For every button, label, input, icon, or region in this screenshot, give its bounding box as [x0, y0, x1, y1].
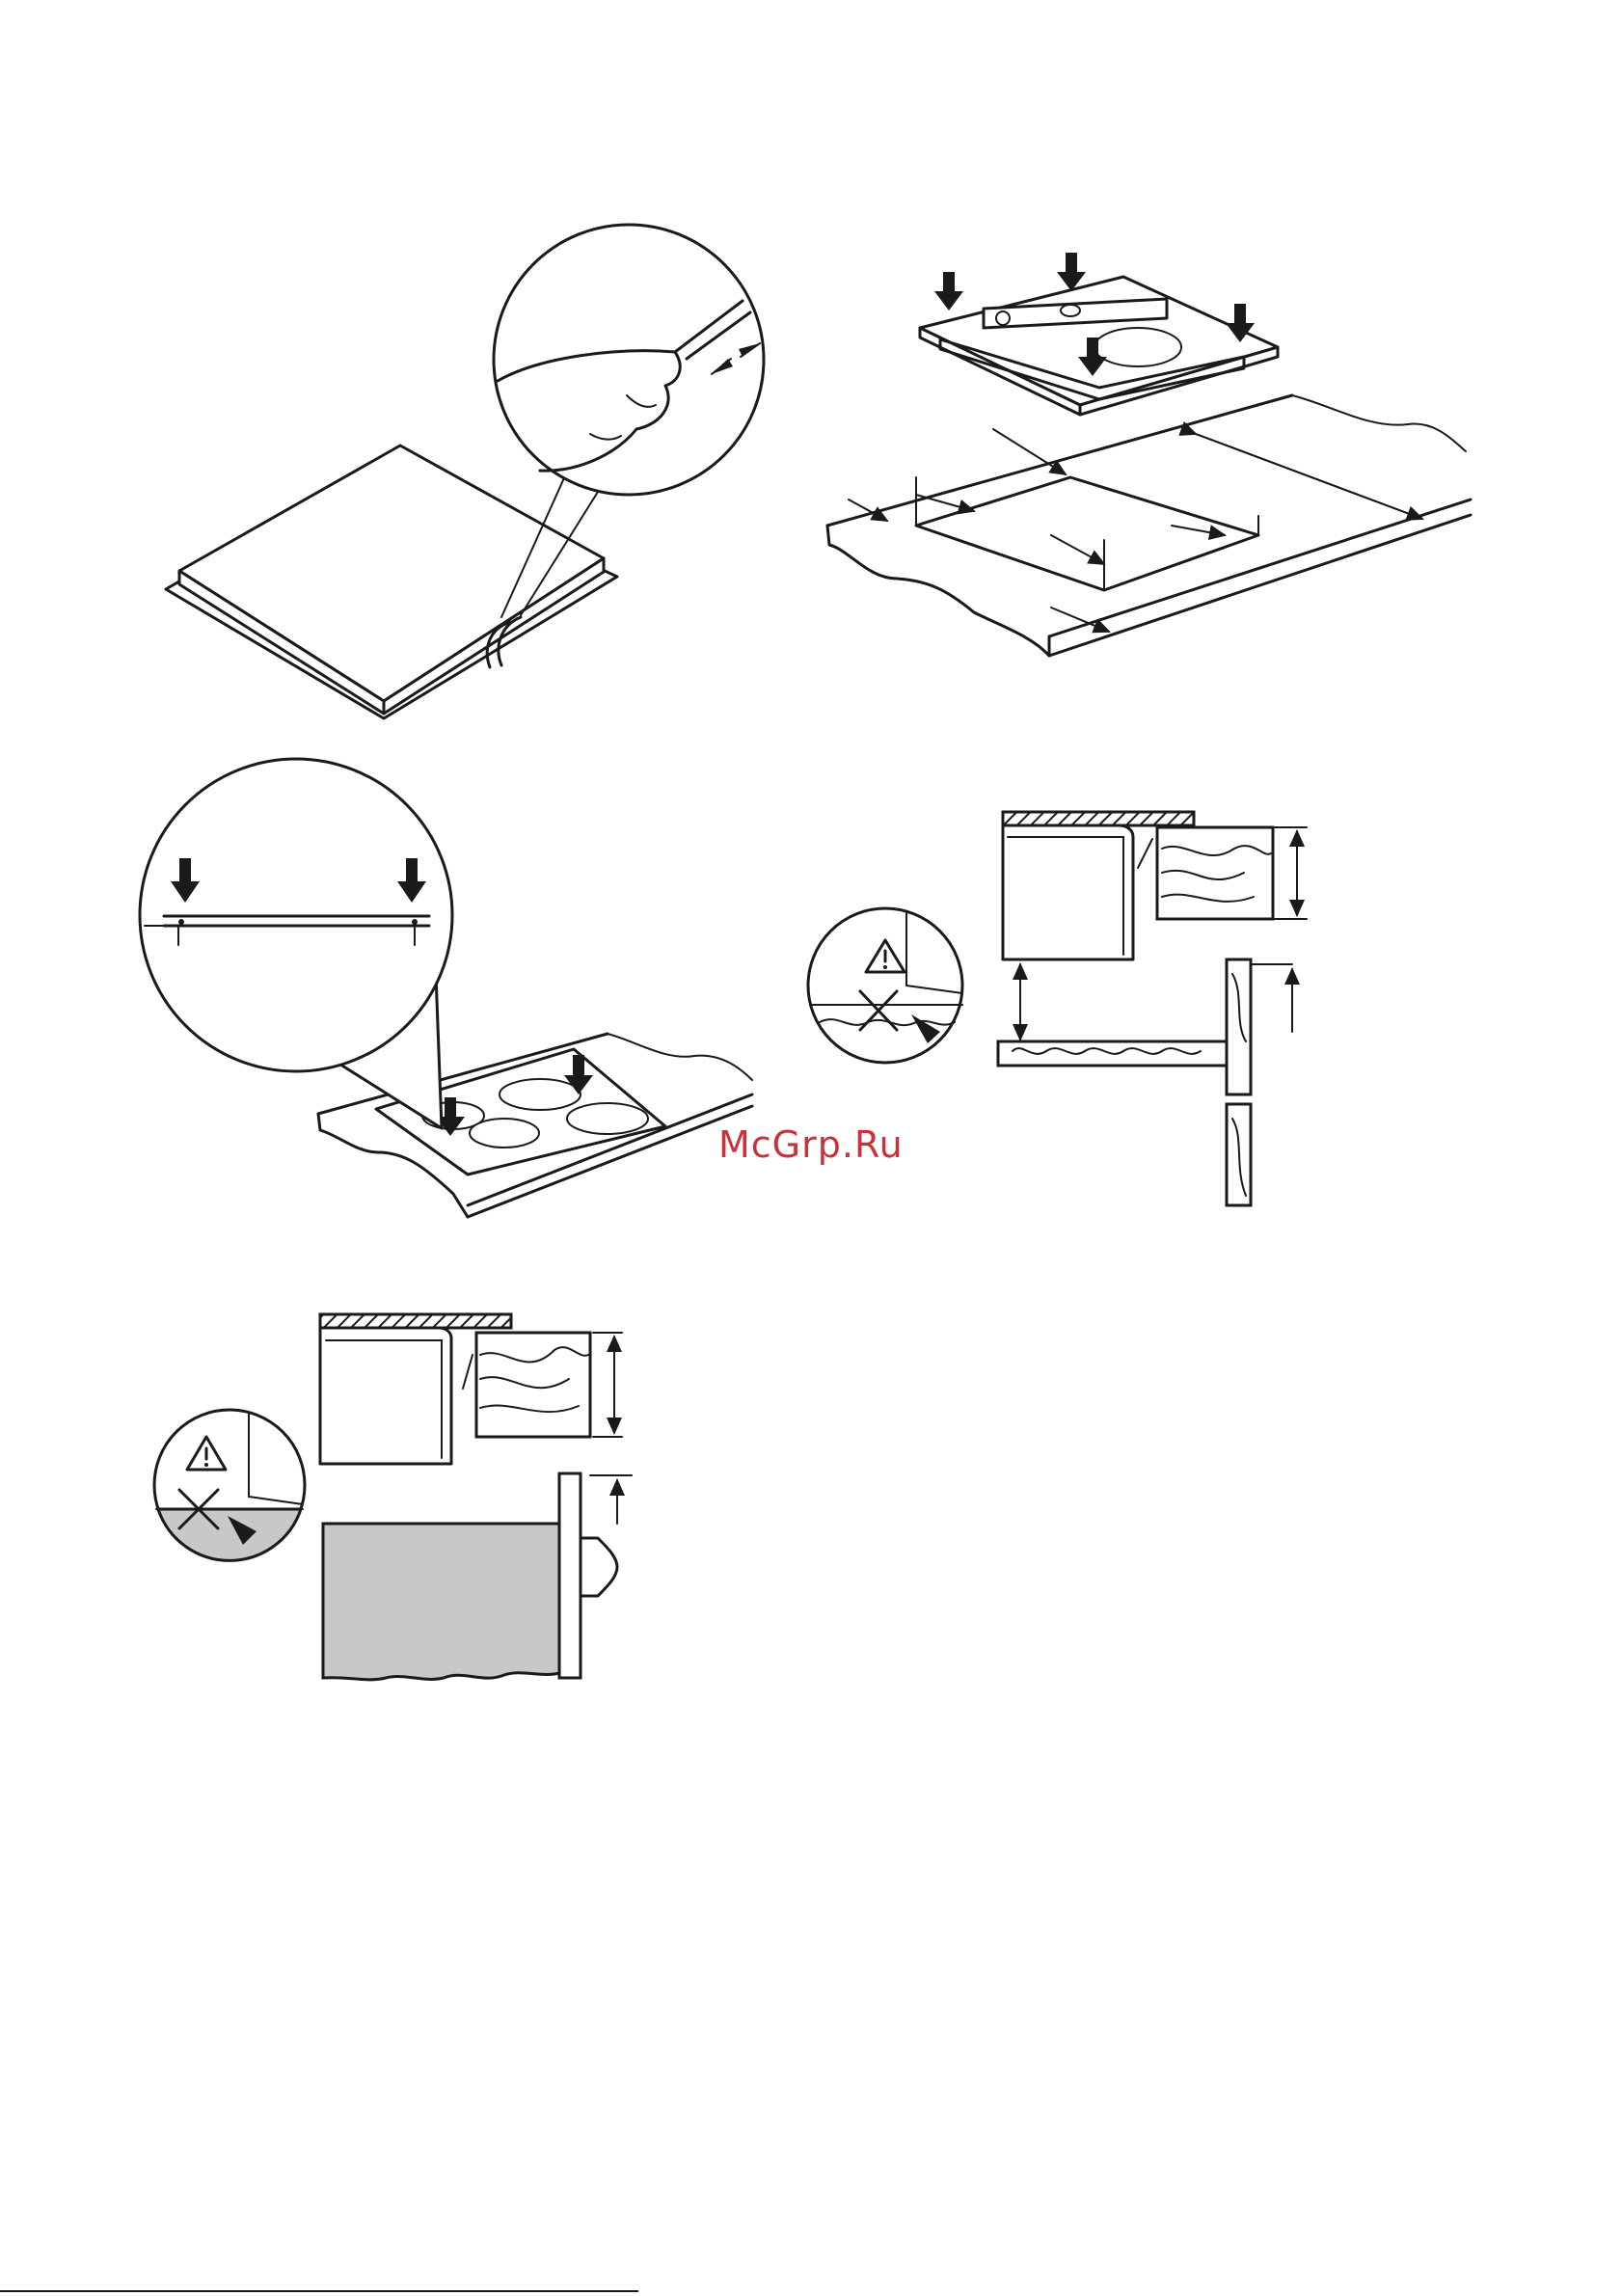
figure-clamp-detail: [140, 759, 752, 1217]
footer-rule: [0, 2290, 638, 2292]
watermark-text: McGrp.Ru: [718, 1123, 904, 1166]
figure-oven-clearance: [154, 1314, 632, 1680]
figure-seal-strip: [166, 225, 764, 718]
figure-leveling-cutout: [827, 253, 1471, 656]
